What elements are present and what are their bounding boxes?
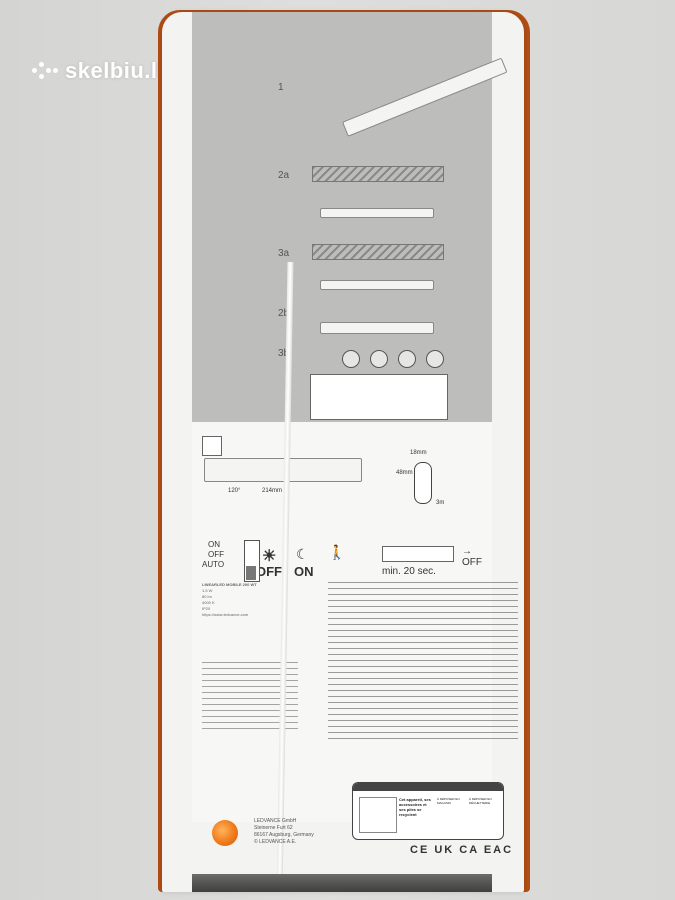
bar-3a	[320, 280, 434, 290]
watermark: skelbiu.lt	[32, 58, 165, 84]
company-line3: 86167 Augsburg, Germany	[254, 832, 314, 838]
product-name: LINEARLED MOBILE 200 WT	[202, 582, 257, 587]
package-card: 1 2a 3a 2b 3b 120° 214mm 18mm 48mm 3m ON…	[162, 12, 524, 892]
recycle-bin-icon	[359, 797, 397, 833]
recycle-text-left: Cet appareil, ses accessoires et ses pil…	[399, 797, 431, 817]
watermark-dots-icon	[32, 60, 58, 82]
step-2a: 2a	[278, 170, 290, 181]
spec-panel: 120° 214mm 18mm 48mm 3m ON OFF AUTO ☀ OF…	[192, 422, 518, 822]
company-line2: Steinerne Furt 62	[254, 825, 293, 831]
company-address: LEDVANCE GmbH Steinerne Furt 62 86167 Au…	[254, 818, 354, 858]
width-label: 18mm	[410, 450, 427, 456]
switch-on-label: ON	[208, 540, 220, 549]
hands-install-illustration	[310, 374, 448, 420]
product-cct: 4000 K	[202, 600, 215, 605]
delay-label: min. 20 sec.	[382, 566, 436, 577]
step-3b: 3b	[278, 348, 290, 359]
off-arrow-label: → OFF	[462, 546, 482, 568]
mount-surface-3a	[312, 244, 444, 260]
certification-marks: CE UK CA EAC	[410, 844, 514, 856]
auto-off-indicator	[202, 436, 222, 456]
bar-2b	[320, 322, 434, 334]
spec-table: LINEARLED MOBILE 200 WT 1.5 W 80 lm 4000…	[202, 582, 298, 652]
product-ip: IP20	[202, 606, 211, 611]
product-lumen: 80 lm	[202, 594, 212, 599]
mount-surface-2a	[312, 166, 444, 182]
height-label: 48mm	[396, 470, 413, 476]
bar-off-illustration	[382, 546, 454, 562]
mode-switch-illustration	[244, 540, 260, 582]
product-power: 1.5 W	[202, 588, 213, 593]
recycling-notice-header	[353, 783, 503, 791]
sun-off-label: OFF	[256, 564, 282, 579]
multilingual-text	[328, 582, 518, 742]
company-line4: © LEDVANCE A.E.	[254, 839, 297, 845]
switch-auto-label: AUTO	[202, 560, 225, 569]
sensor-illustration	[414, 462, 432, 504]
bar-2a	[320, 208, 434, 218]
recycle-text-mid: À DÉPOSER EN MAGASIN	[437, 797, 460, 805]
step-2b: 2b	[278, 308, 290, 319]
ledvance-logo-icon	[212, 820, 238, 846]
watermark-text: skelbiu.lt	[65, 58, 166, 83]
person-walking-icon: 🚶	[328, 544, 346, 560]
moon-on-label: ON	[294, 564, 314, 579]
moon-icon: ☾	[296, 546, 309, 562]
surface-icon-3	[398, 350, 416, 368]
step-3a: 3a	[278, 248, 290, 259]
light-bar-illustration	[342, 57, 508, 137]
recycle-text-right: À DÉPOSER EN DÉCHETTERIE	[469, 797, 492, 805]
range-label: 3m	[436, 500, 445, 506]
package-bottom-strip	[192, 874, 492, 892]
length-label: 214mm	[262, 488, 283, 494]
company-line1: LEDVANCE GmbH	[254, 818, 297, 824]
angle-label: 120°	[228, 488, 241, 494]
instruction-panel: 1 2a 3a 2b 3b	[192, 12, 508, 422]
surface-icon-2	[370, 350, 388, 368]
recycling-notice: Cet appareil, ses accessoires et ses pil…	[352, 782, 504, 840]
product-url: https://www.ledvance.com	[202, 612, 249, 617]
switch-off-label: OFF	[208, 550, 224, 559]
sun-icon: ☀	[262, 548, 277, 565]
surface-icon-1	[342, 350, 360, 368]
step-1: 1	[278, 82, 284, 93]
surface-icon-4	[426, 350, 444, 368]
